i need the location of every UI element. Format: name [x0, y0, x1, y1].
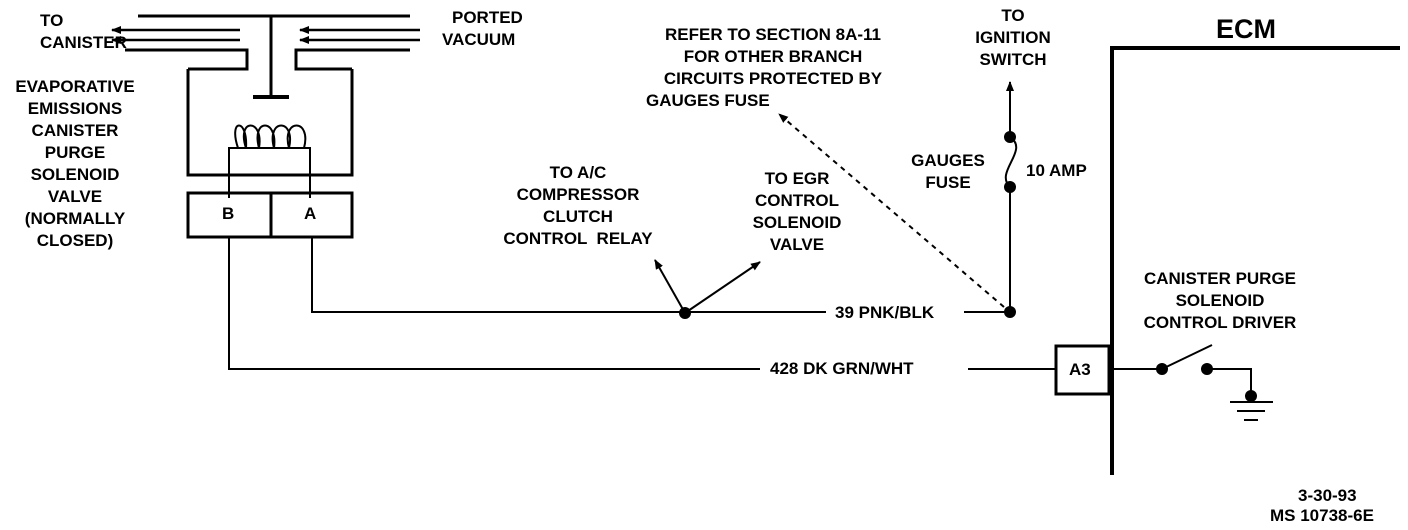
wire-428-label: 428 DK GRN/WHT — [770, 359, 914, 378]
solenoid-valve-line: CANISTER — [31, 121, 119, 140]
to-canister-label: TO CANISTER — [40, 10, 127, 54]
to-egr-label: TO EGR CONTROL SOLENOID VALVE — [722, 168, 872, 256]
refer-note-line: FOR OTHER BRANCH — [683, 47, 863, 66]
driver-line: CANISTER PURGE — [1143, 269, 1297, 288]
to-egr-line: SOLENOID — [752, 213, 842, 232]
to-ac-relay-label: TO A/C COMPRESSOR CLUTCH CONTROL RELAY — [478, 162, 678, 250]
solenoid-valve-line: EMISSIONS — [27, 99, 123, 118]
solenoid-valve-line: VALVE — [47, 187, 103, 206]
solenoid-valve-line: (NORMALLY — [24, 209, 126, 228]
solenoid-valve-line: PURGE — [44, 143, 106, 162]
solenoid-valve-line: CLOSED) — [36, 231, 114, 250]
ported-vacuum-label: PORTED VACUUM — [442, 7, 523, 51]
fuse-element — [1004, 136, 1018, 188]
egr-branch — [684, 261, 761, 314]
driver-switch — [1161, 344, 1213, 370]
switch-contacts — [1156, 363, 1257, 402]
to-egr-line: VALVE — [769, 235, 825, 254]
driver-line: CONTROL DRIVER — [1143, 313, 1297, 332]
solenoid-valve-body — [125, 14, 410, 239]
gauges-fuse-line: FUSE — [925, 173, 971, 192]
circuit-wires — [228, 81, 1056, 370]
driver-label: CANISTER PURGE SOLENOID CONTROL DRIVER — [1120, 268, 1320, 334]
pin-a3-label: A3 — [1069, 360, 1091, 379]
wire-39-left — [311, 237, 826, 313]
date-label: 3-30-93 — [1298, 486, 1357, 505]
pin-b-label: B — [222, 204, 235, 223]
driver-line: SOLENOID — [1175, 291, 1265, 310]
to-ignition-line: IGNITION — [975, 28, 1051, 47]
pin-a-label: A — [304, 204, 317, 223]
ecm-label: ECM — [1216, 14, 1276, 44]
solenoid-valve-label: EVAPORATIVE EMISSIONS CANISTER PURGE SOL… — [0, 76, 150, 252]
to-canister-line: CANISTER — [40, 33, 127, 52]
gauges-fuse-label: GAUGES FUSE — [898, 150, 998, 194]
refer-note-label: REFER TO SECTION 8A-11 FOR OTHER BRANCH … — [630, 24, 916, 112]
ground-icon — [1230, 401, 1273, 421]
wire-39-label: 39 PNK/BLK — [835, 303, 935, 322]
solenoid-valve-line: SOLENOID — [30, 165, 120, 184]
gauges-fuse-line: GAUGES — [911, 151, 985, 170]
ac-branch — [654, 259, 686, 314]
to-egr-line: TO EGR — [764, 169, 830, 188]
to-ignition-line: SWITCH — [979, 50, 1047, 69]
to-ac-line: COMPRESSOR — [516, 185, 640, 204]
refer-note-line: CIRCUITS PROTECTED BY — [663, 69, 883, 88]
wire-428-left — [228, 237, 760, 370]
junction-dots — [679, 131, 1016, 319]
fuse-rating-label: 10 AMP — [1026, 161, 1087, 180]
solenoid-valve-line: EVAPORATIVE — [15, 77, 135, 96]
doc-number-label: MS 10738-6E — [1270, 506, 1374, 525]
solenoid-coil-icon — [228, 124, 311, 198]
to-egr-line: CONTROL — [754, 191, 840, 210]
to-ignition-label: TO IGNITION SWITCH — [958, 5, 1068, 71]
to-canister-line: TO — [40, 11, 64, 30]
to-ac-line: CONTROL RELAY — [503, 229, 653, 248]
to-ac-line: CLUTCH — [543, 207, 613, 226]
refer-note-line: REFER TO SECTION 8A-11 — [664, 25, 881, 44]
ported-vacuum-line: VACUUM — [442, 30, 516, 49]
to-ac-line: TO A/C — [549, 163, 607, 182]
to-ignition-line: TO — [1001, 6, 1025, 25]
ecm-module — [1054, 46, 1400, 475]
refer-note-line: GAUGES FUSE — [646, 91, 770, 110]
vacuum-arrows — [111, 26, 420, 44]
ported-vacuum-line: PORTED — [452, 8, 523, 27]
